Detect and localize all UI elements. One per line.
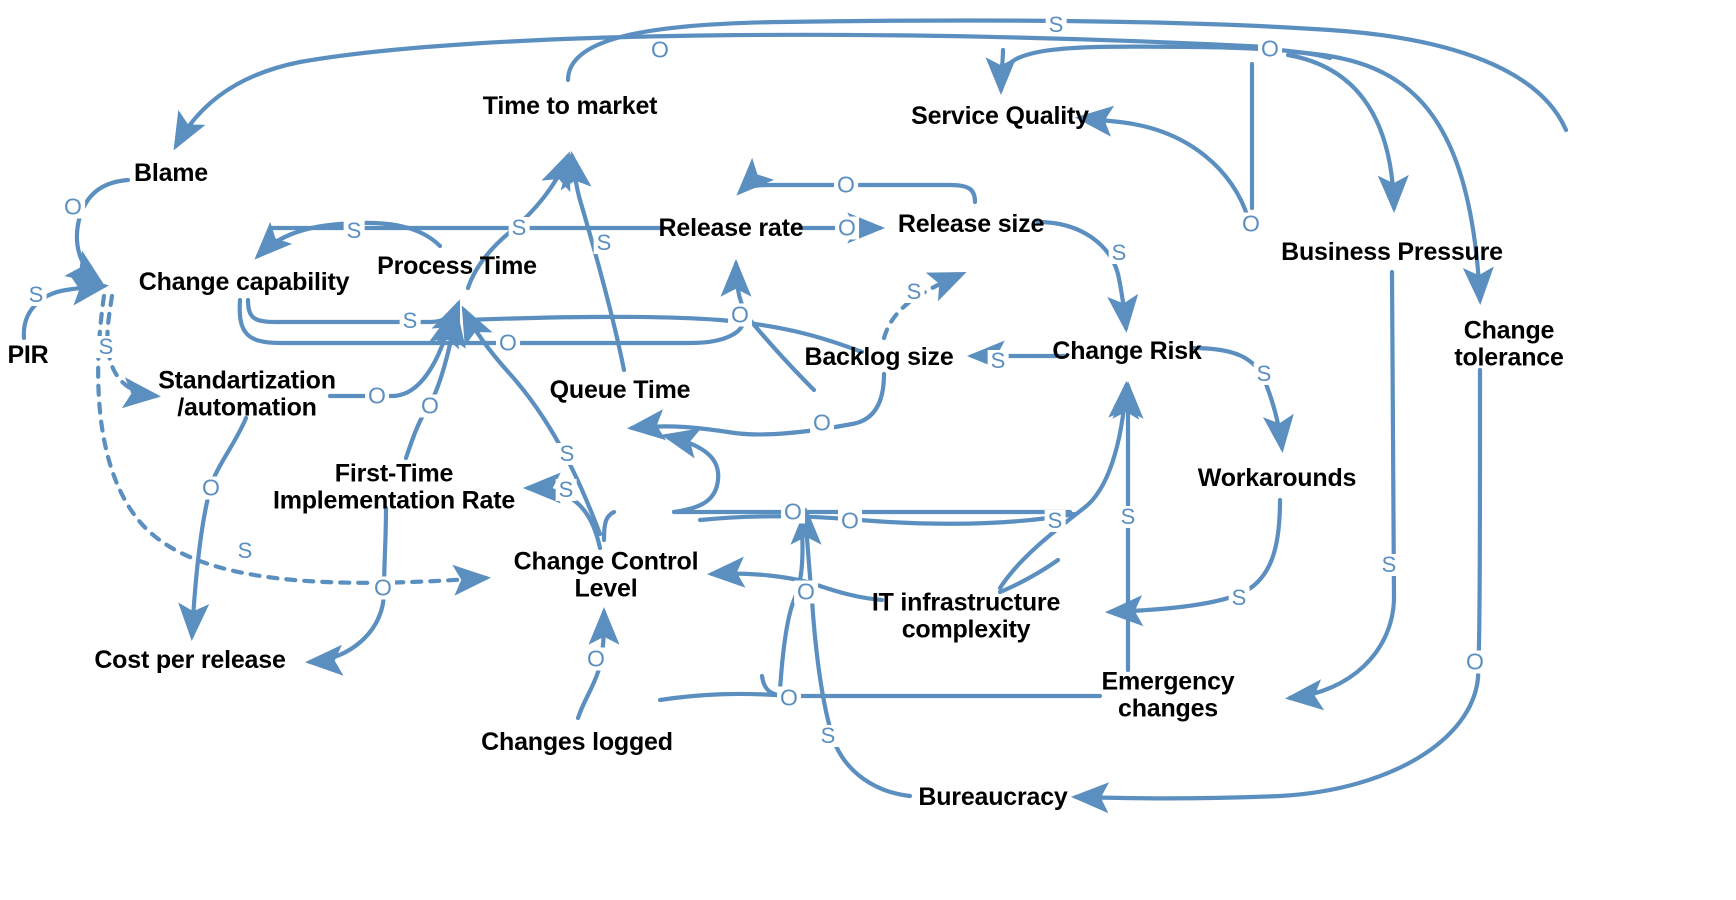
polarity-marker-s-p05: S (234, 540, 256, 562)
polarity-marker-o-p06: O (371, 576, 395, 600)
link-emergency-changes-to-it-complexity (759, 673, 1103, 699)
polarity-marker-s-p24: S (1045, 14, 1067, 36)
polarity-marker-s-p28: S (1044, 510, 1066, 532)
link-top-rail-to-service-quality (985, 47, 1017, 96)
polarity-marker-s-p37: S (1378, 554, 1400, 576)
polarity-marker-o-p01: O (61, 195, 85, 219)
node-it_complexity[interactable]: IT infrastructure complexity (871, 588, 1061, 643)
link-change-risk-to-blame (173, 32, 1271, 151)
link-business-pressure-to-emergency-changes (1284, 269, 1397, 711)
link-it-complexity-riser (997, 557, 1061, 595)
polarity-marker-o-p36: O (1258, 37, 1282, 61)
link-release-rate-to-service-quality (1074, 105, 1251, 221)
node-cost_per_release[interactable]: Cost per release (94, 645, 286, 674)
polarity-marker-o-p10: O (365, 384, 389, 408)
polarity-marker-o-p32: O (838, 509, 862, 533)
polarity-marker-s-p07: S (343, 220, 365, 242)
node-business_pressure[interactable]: Business Pressure (1281, 237, 1503, 266)
polarity-marker-o-p04: O (199, 476, 223, 500)
link-change-control-to-process-time (461, 305, 603, 537)
node-backlog_size[interactable]: Backlog size (804, 342, 954, 371)
link-change-capability-to-change-control (96, 293, 492, 596)
link-change-tolerance-to-bureaucracy (1070, 367, 1483, 814)
link-time-to-market-top-rail (565, 18, 1569, 133)
polarity-marker-s-p27: S (1253, 363, 1275, 385)
polarity-marker-s-p22: S (903, 281, 925, 303)
link-release-size-to-release-rate (736, 157, 978, 205)
polarity-marker-s-p29: S (1117, 506, 1139, 528)
node-standartization[interactable]: Standartization /automation (158, 366, 336, 421)
polarity-marker-s-p13: S (593, 232, 615, 254)
polarity-marker-s-p35: S (817, 725, 839, 747)
link-backlog-size-to-release-size (881, 271, 967, 341)
polarity-marker-o-p17: O (648, 38, 672, 62)
node-pir[interactable]: PIR (7, 340, 49, 369)
node-change_risk[interactable]: Change Risk (1052, 336, 1202, 365)
link-release-size-to-change-risk (1035, 219, 1139, 334)
link-changes-logged-to-change-control (575, 606, 620, 721)
node-service_quality[interactable]: Service Quality (911, 101, 1089, 130)
link-change-capability-to-process-time-s (245, 297, 461, 341)
polarity-marker-o-p11: O (418, 394, 442, 418)
polarity-marker-o-p16: O (584, 647, 608, 671)
node-release_size[interactable]: Release size (897, 209, 1045, 238)
node-change_capability[interactable]: Change capability (138, 267, 350, 296)
polarity-marker-s-p12: S (508, 217, 530, 239)
link-queue-time-to-time-to-market (560, 150, 627, 373)
link-process-time-o-rail (463, 314, 865, 355)
rail-low-698 (657, 691, 793, 703)
link-change-capability-to-standartization (105, 293, 162, 409)
link-bureaucracy-to-change-control (790, 506, 913, 799)
polarity-marker-s-p14: S (556, 443, 578, 465)
polarity-marker-s-p30: S (1228, 587, 1250, 609)
link-change-control-stem (601, 509, 617, 543)
polarity-marker-o-p33: O (794, 580, 818, 604)
polarity-marker-o-p20: O (834, 173, 858, 197)
polarity-marker-o-p21: O (835, 216, 859, 240)
node-blame[interactable]: Blame (133, 158, 209, 187)
node-bureaucracy[interactable]: Bureaucracy (918, 782, 1068, 811)
polarity-marker-s-p03: S (95, 336, 117, 358)
link-standartization-to-cost-per-release (178, 415, 249, 642)
link-to-change-tolerance (1289, 49, 1494, 306)
polarity-marker-s-p08: S (399, 310, 421, 332)
rail-mid-520 (697, 511, 1077, 526)
node-release_rate[interactable]: Release rate (658, 213, 804, 242)
link-it-complexity-to-change-risk (997, 380, 1140, 591)
link-pir-to-change-capability (21, 274, 110, 341)
polarity-marker-s-p02: S (25, 284, 47, 306)
polarity-marker-o-p31: O (781, 500, 805, 524)
polarity-marker-s-p23: S (987, 350, 1009, 372)
node-workarounds[interactable]: Workarounds (1197, 463, 1357, 492)
polarity-marker-s-p25: S (1108, 242, 1130, 264)
node-change_control[interactable]: Change Control Level (513, 547, 699, 602)
link-backlog-size-to-queue-time (626, 371, 887, 441)
node-emergency_changes[interactable]: Emergency changes (1101, 667, 1235, 722)
link-process-time-to-change-capability (254, 220, 443, 260)
link-change-capability-to-process-time-o (237, 297, 745, 346)
node-process_time[interactable]: Process Time (377, 251, 537, 280)
node-change_tolerance[interactable]: Change tolerance (1454, 316, 1564, 371)
node-changes_logged[interactable]: Changes logged (481, 727, 673, 756)
polarity-marker-o-p09: O (496, 331, 520, 355)
link-standartization-to-process-time (327, 309, 460, 399)
link-to-business-pressure (1285, 52, 1409, 214)
link-emergency-changes-it-complexity-riser (777, 527, 805, 693)
polarity-marker-o-p19: O (810, 411, 834, 435)
polarity-marker-o-p26: O (1239, 212, 1263, 236)
link-change-control-to-queue-time (661, 428, 721, 515)
polarity-marker-o-p38: O (1463, 650, 1487, 674)
polarity-marker-o-p34: O (777, 686, 801, 710)
node-first_time_rate[interactable]: First-Time Implementation Rate (272, 459, 516, 514)
node-time_to_market[interactable]: Time to market (482, 91, 658, 120)
node-queue_time[interactable]: Queue Time (549, 375, 691, 404)
polarity-marker-s-p15: S (555, 479, 577, 501)
polarity-marker-o-p18: O (728, 303, 752, 327)
